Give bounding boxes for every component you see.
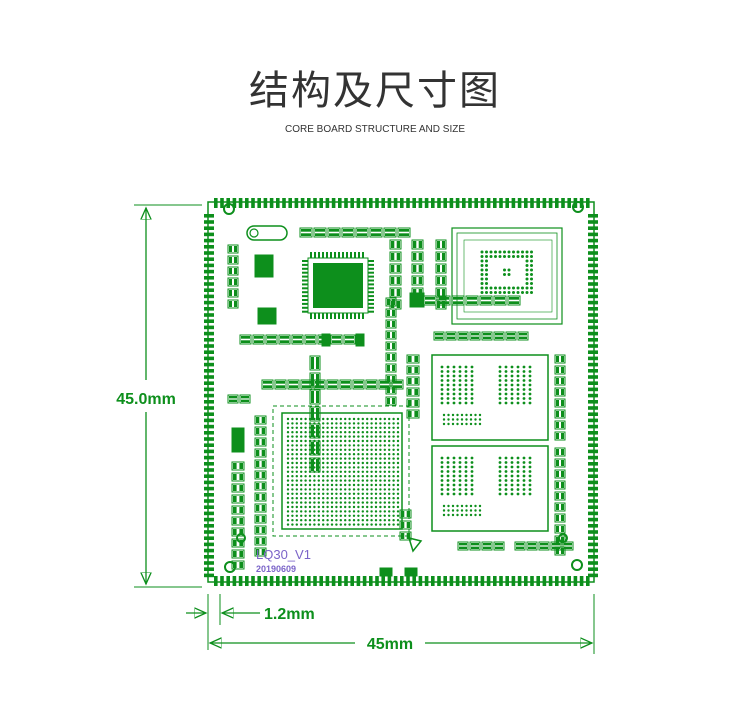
passive-components bbox=[227, 227, 574, 577]
width-label: 45mm bbox=[367, 636, 413, 653]
mounting-hole-br bbox=[571, 559, 583, 571]
edge-pads-bottom bbox=[214, 576, 590, 586]
edge-pads-right bbox=[588, 214, 598, 578]
mounting-hole-tl bbox=[223, 203, 235, 215]
ddr-chip-2 bbox=[431, 445, 549, 532]
edge-pads-top bbox=[214, 198, 590, 208]
page-subtitle: CORE BOARD STRUCTURE AND SIZE bbox=[284, 124, 466, 135]
qfp-chip bbox=[302, 252, 374, 319]
height-dimension bbox=[134, 204, 202, 588]
silk-date: 20190609 bbox=[256, 564, 296, 574]
crystal-oscillator bbox=[246, 225, 288, 241]
soc-bga bbox=[281, 412, 403, 530]
height-label: 45.0mm bbox=[116, 391, 176, 408]
page-title: 结构及尺寸图 bbox=[249, 68, 501, 114]
mounting-hole-tr bbox=[572, 201, 584, 213]
edge-pads-left bbox=[204, 214, 214, 578]
pitch-label: 1.2mm bbox=[264, 606, 315, 623]
pin1-marker bbox=[407, 536, 423, 553]
width-dimension bbox=[210, 594, 595, 654]
pitch-dimension bbox=[186, 594, 260, 650]
ddr-chip-1 bbox=[431, 354, 549, 441]
silk-label: LQ30_V1 bbox=[256, 547, 311, 562]
emmc-bga bbox=[451, 227, 563, 325]
